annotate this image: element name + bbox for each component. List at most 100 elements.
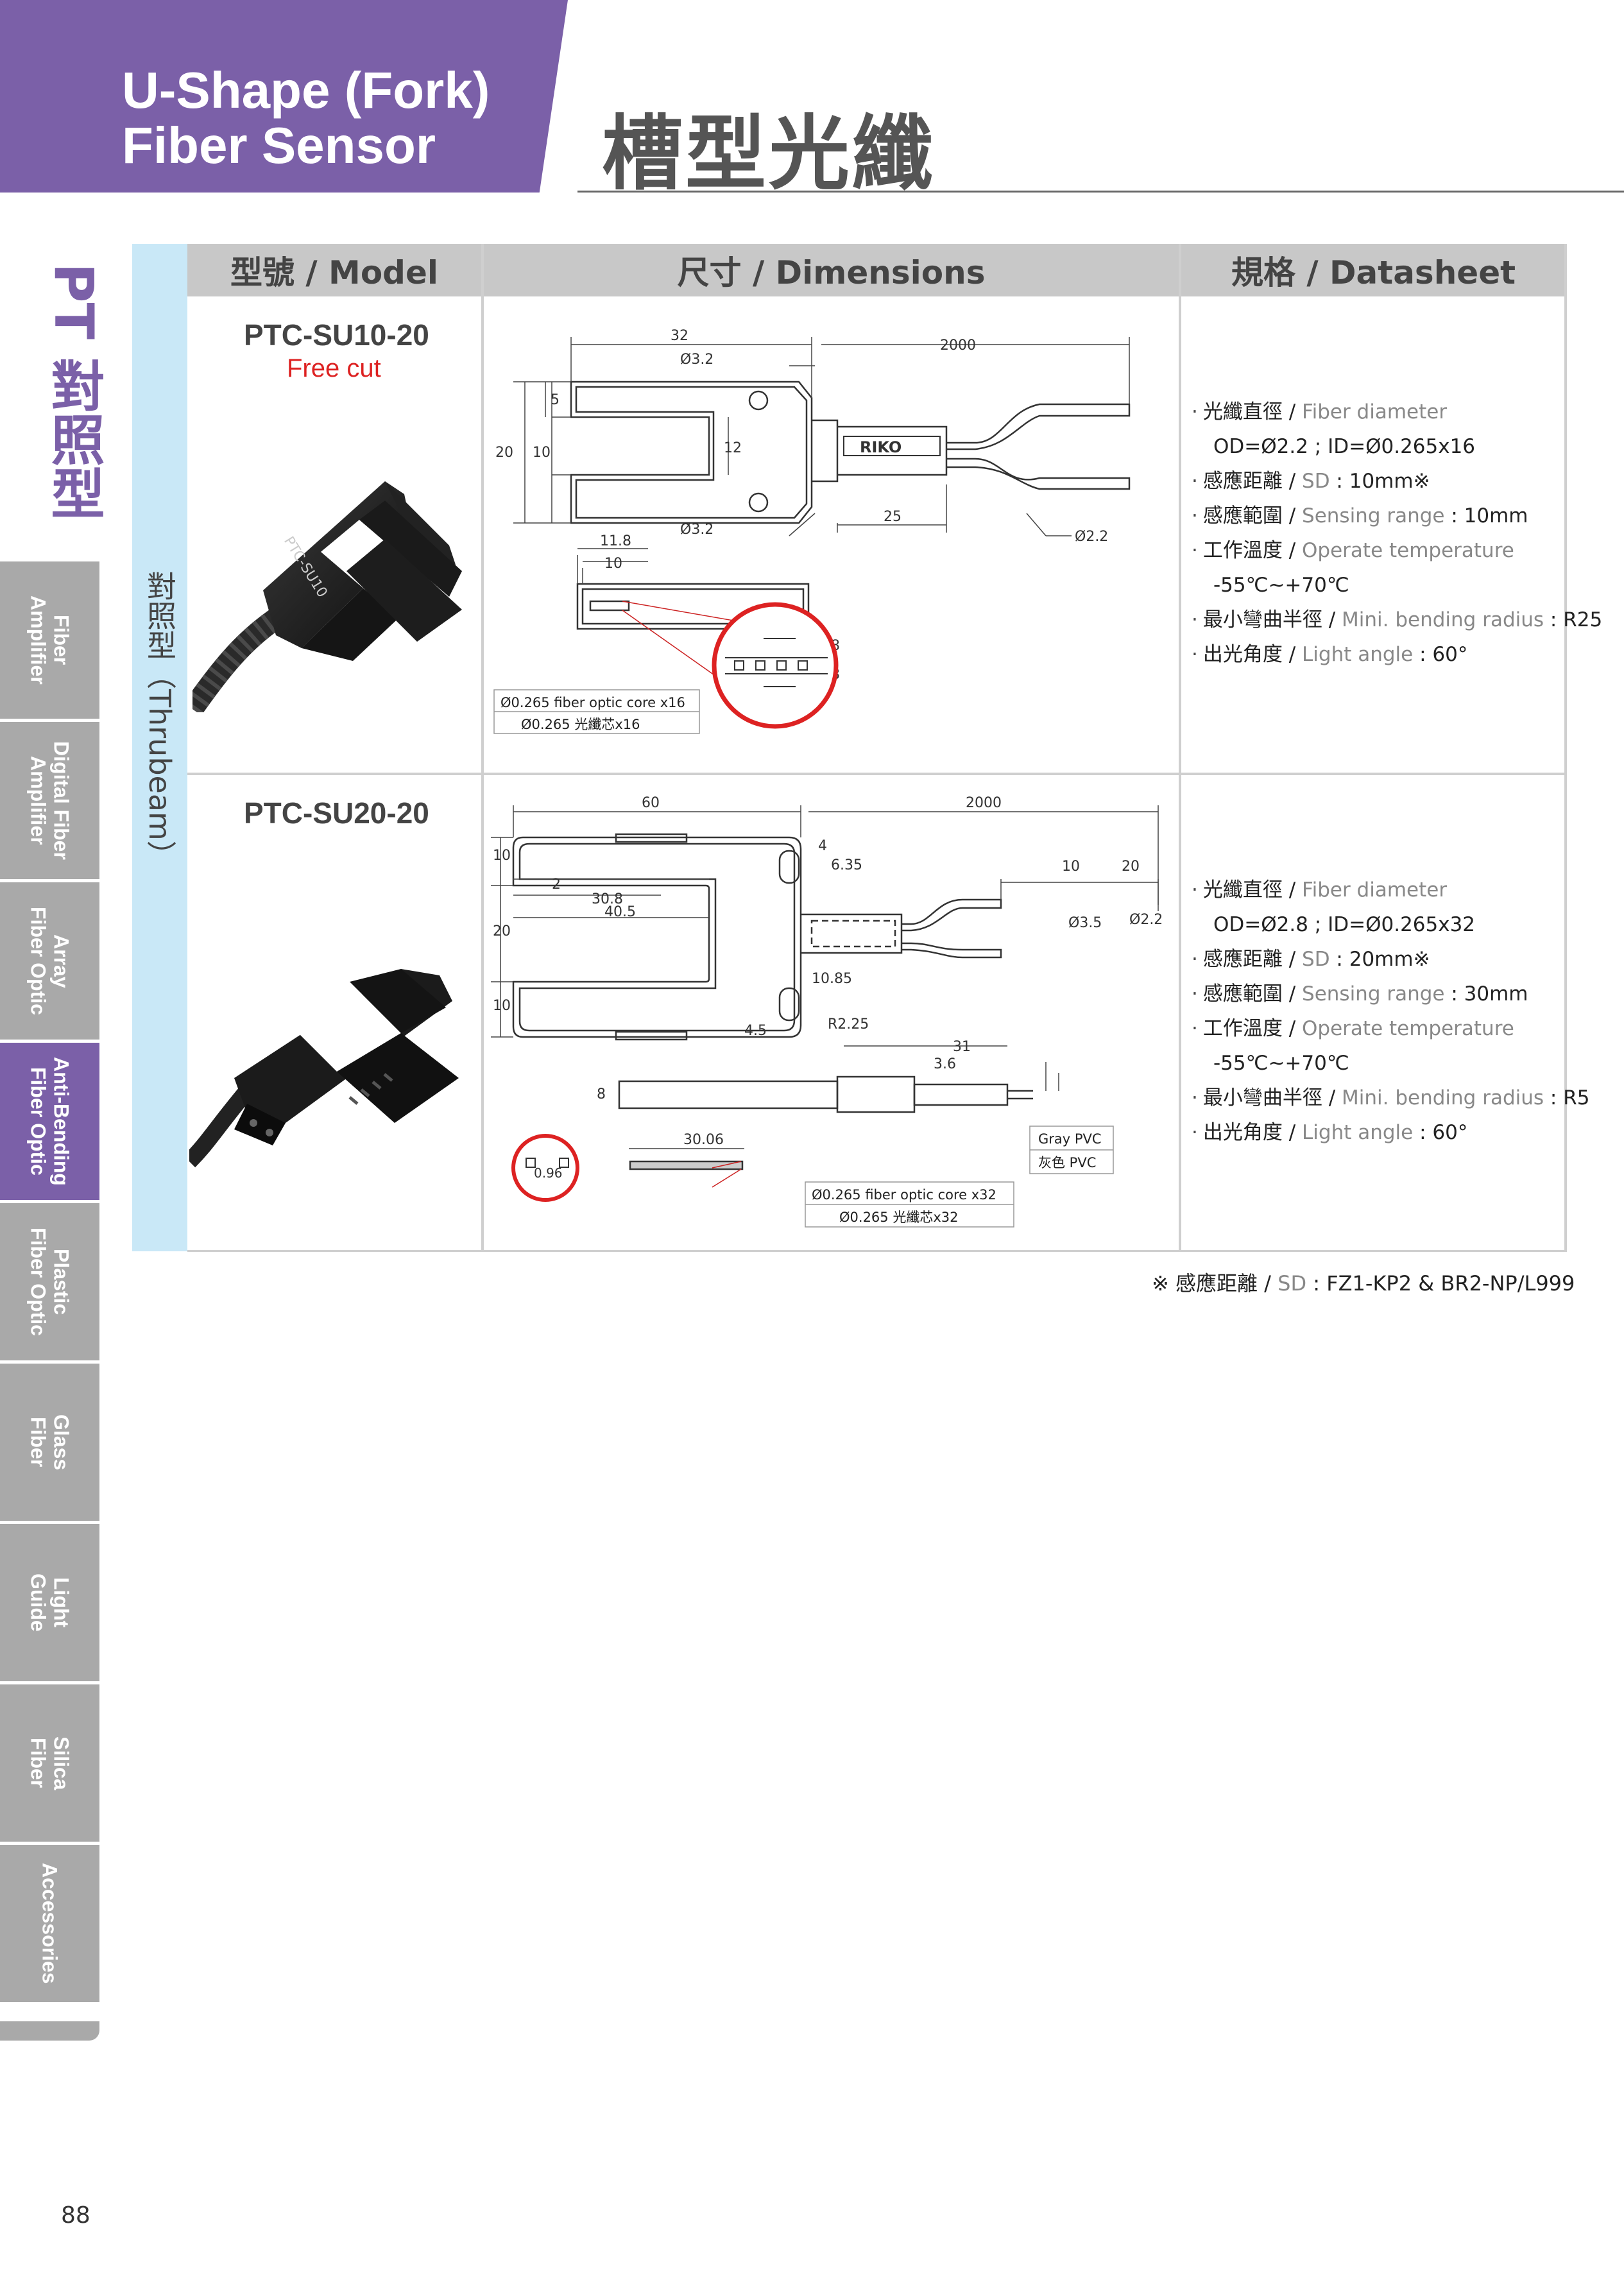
tab-label: Plastic Fiber Optic <box>26 1228 73 1336</box>
grid-v2 <box>1179 244 1181 1251</box>
tab-glass-fiber[interactable]: Glass Fiber <box>0 1364 99 1524</box>
svg-text:40.5: 40.5 <box>604 904 636 920</box>
spec-label-en: Mini. bending radius <box>1342 608 1544 631</box>
spec-label-zh: 感應範圍 <box>1202 504 1283 527</box>
header-dimensions: 尺寸 / Dimensions <box>484 244 1179 296</box>
svg-text:8: 8 <box>597 1086 606 1102</box>
svg-text:20: 20 <box>1122 859 1140 875</box>
spec-value: 30mm <box>1464 982 1528 1006</box>
product-photo-1: PTC-SU10 <box>192 481 462 712</box>
tab-label: Array Fiber Optic <box>26 907 73 1015</box>
spec-label-en: Sensing range <box>1302 504 1445 527</box>
tab-fiber-amplifier[interactable]: Fiber Amplifier <box>0 561 99 722</box>
tab-label: Digital Fiber Amplifier <box>26 741 73 860</box>
spec-value: OD=Ø2.8 ; ID=Ø0.265x32 <box>1213 913 1476 936</box>
spec-label-en: Mini. bending radius <box>1342 1086 1544 1109</box>
tab-array-fiber-optic[interactable]: Array Fiber Optic <box>0 882 99 1043</box>
spec-label-zh: 最小彎曲半徑 <box>1202 1086 1322 1109</box>
svg-text:4: 4 <box>818 838 827 854</box>
header-band <box>0 0 568 193</box>
svg-text:30.8: 30.8 <box>592 891 623 907</box>
spec-value: -55℃~+70℃ <box>1213 574 1349 597</box>
category-column-label: 對照型（Thrubeam） <box>142 571 177 870</box>
tab-label: Anti-Bending Fiber Optic <box>26 1057 73 1186</box>
svg-text:20: 20 <box>493 923 511 939</box>
spec-label-zh: 光纖直徑 <box>1202 878 1283 902</box>
svg-text:2000: 2000 <box>940 338 976 354</box>
spec-label-zh: 最小彎曲半徑 <box>1202 608 1322 631</box>
spec-item: ·光纖直徑 / Fiber diameter <box>1192 878 1448 902</box>
grid-h1 <box>187 773 1567 775</box>
model-name-2: PTC-SU20-20 <box>244 796 429 830</box>
grid-h2 <box>187 1250 1567 1252</box>
tab-accessories[interactable]: Accessories <box>0 1845 99 2005</box>
section-label: PT 對照型 <box>42 263 105 520</box>
spec-value: R5 <box>1563 1086 1590 1109</box>
svg-text:10: 10 <box>533 445 551 461</box>
tab-label: Accessories <box>38 1863 62 1984</box>
svg-text:10: 10 <box>493 998 511 1014</box>
spec-item: ·光纖直徑 / Fiber diameter <box>1192 400 1448 424</box>
svg-text:60: 60 <box>642 795 660 811</box>
spec-label-en: Fiber diameter <box>1302 400 1448 424</box>
svg-text:31: 31 <box>953 1039 971 1055</box>
svg-text:Ø3.5: Ø3.5 <box>1068 915 1102 931</box>
spec-value: 10mm <box>1464 504 1528 527</box>
grid-v1 <box>481 244 484 1251</box>
tab-anti-bending-fiber-optic[interactable]: Anti-Bending Fiber Optic <box>0 1043 99 1203</box>
core-label-en-2: Ø0.265 fiber optic core x32 <box>812 1187 996 1203</box>
svg-text:Ø3.2: Ø3.2 <box>680 352 714 368</box>
product-photo-2 <box>189 969 459 1168</box>
footnote-sd: SD <box>1278 1271 1307 1296</box>
spec-value: 60° <box>1432 1121 1468 1144</box>
spec-value: OD=Ø2.2 ; ID=Ø0.265x16 <box>1213 435 1476 458</box>
jacket-label-en: Gray PVC <box>1038 1131 1102 1147</box>
tab-light-guide[interactable]: Light Guide <box>0 1524 99 1684</box>
spec-item: ·感應範圍 / Sensing range : 30mm <box>1192 982 1528 1006</box>
jacket-label-zh: 灰色 PVC <box>1038 1155 1096 1170</box>
core-label-zh-1: Ø0.265 光纖芯x16 <box>521 717 640 732</box>
spec-item: ·最小彎曲半徑 / Mini. bending radius : R25 <box>1192 608 1603 631</box>
tab-digital-fiber-amplifier[interactable]: Digital Fiber Amplifier <box>0 722 99 882</box>
tab-silica-fiber[interactable]: Silica Fiber <box>0 1684 99 1845</box>
spec-label-zh: 工作溫度 <box>1202 539 1283 562</box>
svg-text:Ø2.2: Ø2.2 <box>1129 912 1163 928</box>
spec-label-en: Light angle <box>1302 1121 1414 1144</box>
spec-label-en: Sensing range <box>1302 982 1445 1006</box>
tab-label: Fiber Amplifier <box>26 595 73 685</box>
spec-item: ·感應距離 / SD : 10mm※ <box>1192 470 1430 493</box>
svg-text:5: 5 <box>551 392 560 408</box>
spec-label-zh: 感應距離 <box>1202 948 1283 971</box>
spec-label-zh: 出光角度 <box>1202 643 1283 666</box>
spec-label-en: Operate temperature <box>1302 539 1514 562</box>
svg-text:R2.25: R2.25 <box>828 1016 869 1032</box>
spec-value: -55℃~+70℃ <box>1213 1052 1349 1075</box>
svg-text:10: 10 <box>1062 859 1080 875</box>
footnote-prefix: ※ 感應距離 / <box>1152 1271 1278 1296</box>
svg-text:0.96: 0.96 <box>534 1165 563 1181</box>
tab-label: Silica Fiber <box>26 1736 73 1790</box>
svg-text:11.8: 11.8 <box>600 533 631 549</box>
svg-text:2: 2 <box>552 877 561 893</box>
spec-label-en: Light angle <box>1302 643 1414 666</box>
spec-label-en: Fiber diameter <box>1302 878 1448 902</box>
svg-text:10: 10 <box>604 556 622 572</box>
spec-label-zh: 感應範圍 <box>1202 982 1283 1006</box>
spec-item: ·出光角度 / Light angle : 60° <box>1192 1121 1468 1144</box>
svg-text:10.85: 10.85 <box>812 971 852 987</box>
spec-item: ·出光角度 / Light angle : 60° <box>1192 643 1468 666</box>
tab-plastic-fiber-optic[interactable]: Plastic Fiber Optic <box>0 1203 99 1364</box>
spec-label-en: SD <box>1302 470 1330 493</box>
spec-item: ·最小彎曲半徑 / Mini. bending radius : R5 <box>1192 1086 1590 1109</box>
spec-value: R25 <box>1563 608 1603 631</box>
spec-label-zh: 出光角度 <box>1202 1121 1283 1144</box>
grid-v3 <box>1564 244 1567 1251</box>
svg-text:20: 20 <box>495 445 513 461</box>
title-line-2: Fiber Sensor <box>122 117 436 174</box>
svg-text:6.35: 6.35 <box>831 857 862 873</box>
spec-item: ·工作溫度 / Operate temperature <box>1192 1017 1514 1040</box>
spec-label-zh: 工作溫度 <box>1202 1017 1283 1040</box>
spec-label-en: Operate temperature <box>1302 1017 1514 1040</box>
